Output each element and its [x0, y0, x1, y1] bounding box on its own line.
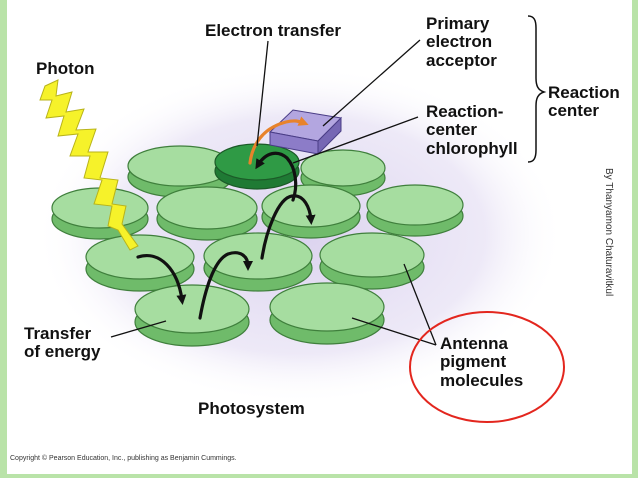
reaction-center-bracket [527, 15, 547, 163]
photon-lightning-icon [39, 79, 139, 251]
antenna-pigment-label: Antenna pigment molecules [440, 334, 524, 390]
pigment-disk-row-3 [85, 232, 425, 292]
right-frame-bar [632, 0, 638, 478]
electron-transfer-label: Electron transfer [205, 21, 342, 40]
primary-electron-acceptor-label: Primary electron acceptor [426, 14, 497, 70]
left-frame-bar [0, 0, 7, 478]
reaction-center-label: Reaction center [548, 83, 620, 121]
pigment-disk-row-2 [51, 184, 464, 241]
transfer-of-energy-label: Transfer of energy [24, 324, 101, 362]
copyright-notice: Copyright © Pearson Education, Inc., pub… [10, 455, 237, 462]
reaction-center-chlorophyll-label: Reaction- center chlorophyll [426, 102, 518, 158]
bottom-frame-bar [0, 474, 638, 478]
author-byline: By Thanyamon Chaturavitkul [603, 168, 614, 297]
reaction-center-chlorophyll-disk [214, 143, 300, 190]
photon-label: Photon [36, 59, 95, 78]
energy-transfer-arrows [136, 151, 316, 320]
label-leader-lines [110, 39, 437, 346]
electron-transfer-arrow [248, 116, 309, 165]
pigment-disk-row-4 [134, 282, 385, 347]
antenna-highlight-circle [409, 311, 565, 423]
photosystem-title: Photosystem [198, 399, 305, 418]
